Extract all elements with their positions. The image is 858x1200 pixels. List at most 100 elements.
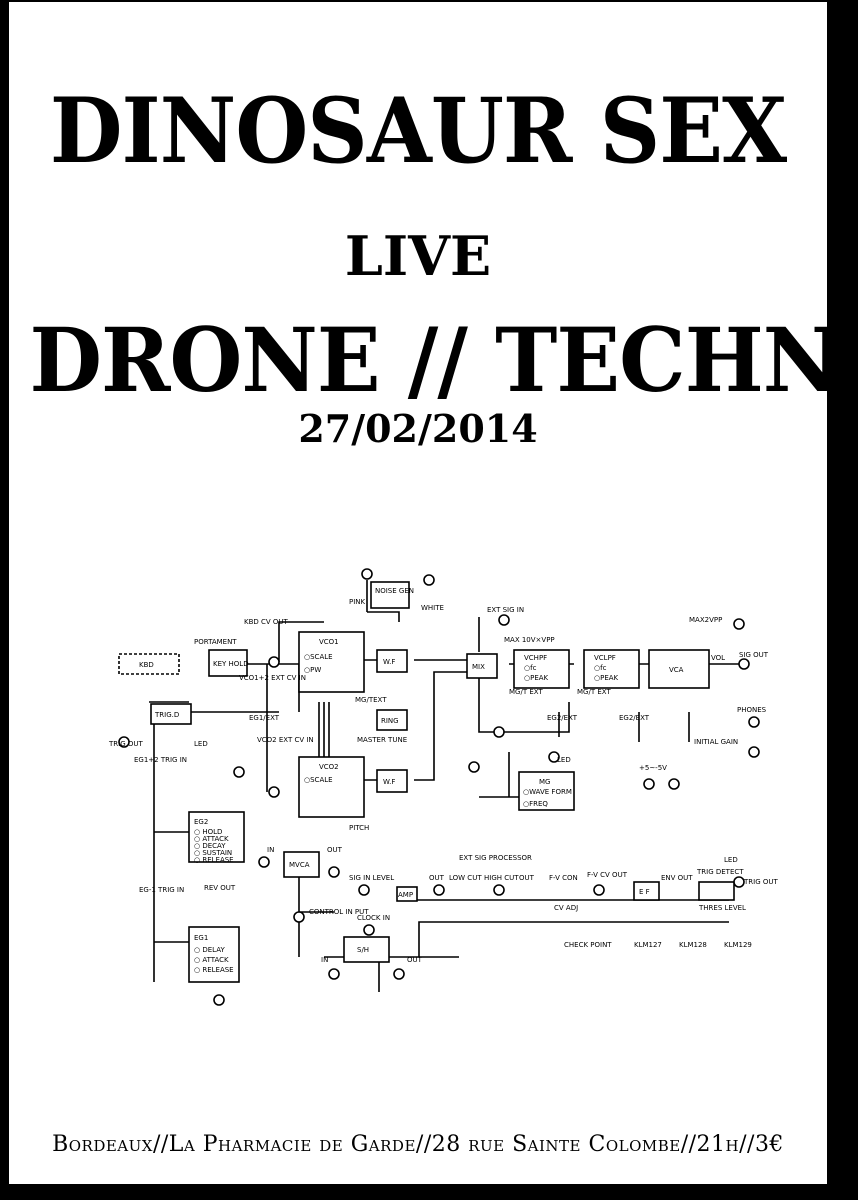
- env-out-label: ENV OUT: [661, 874, 693, 882]
- eg1-release-label: ○ RELEASE: [194, 966, 234, 974]
- fv-cv-out-label: F-V CV OUT: [587, 871, 628, 879]
- max-2vpp-label: MAX2VPP: [689, 616, 722, 624]
- high-cut-label: HIGH CUT: [484, 874, 519, 882]
- eg2-hold-label: ○ HOLD: [194, 828, 222, 836]
- eg1-ext-label: EG1/EXT: [249, 714, 280, 722]
- vchpf-peak-label: ○PEAK: [524, 674, 549, 682]
- trig-d-block: [150, 703, 192, 725]
- initial-gain-label: INITIAL GAIN: [694, 738, 738, 746]
- white-label: WHITE: [421, 604, 444, 612]
- pitch-label: PITCH: [349, 824, 369, 832]
- sh-label: S/H: [357, 946, 369, 954]
- eg1-trig-label: EG-1 TRIG IN: [139, 886, 184, 894]
- poster-date: 27/02/2014: [298, 406, 538, 451]
- vco-ext-label: VCO1+2 EXT CV IN: [239, 674, 306, 682]
- mg-text-label: MG/TEXT: [355, 696, 387, 704]
- mix-label: MIX: [472, 663, 485, 671]
- poster-title: DINOSAUR SEX: [49, 78, 787, 184]
- proc-out-label-1: OUT: [429, 874, 445, 882]
- eg2-attack-label: ○ ATTACK: [194, 835, 229, 843]
- eg1-block: [188, 926, 240, 983]
- vclpf-fc-label: ○fc: [594, 664, 607, 672]
- kbd-label: KBD: [139, 661, 154, 669]
- fv-con-label: F-V CON: [549, 874, 578, 882]
- sig-in-level-label: SIG IN LEVEL: [349, 874, 394, 882]
- amp-block: [396, 886, 418, 902]
- mvca-out-label: OUT: [327, 846, 343, 854]
- vco2-block: [298, 756, 365, 818]
- klm128-label: KLM128: [679, 941, 707, 949]
- mg-t-ext-label-2: MG/T EXT: [577, 688, 611, 696]
- eg1-attack-label: ○ ATTACK: [194, 956, 229, 964]
- wf1-block: [376, 649, 408, 673]
- mvca-label: MVCA: [289, 861, 310, 869]
- eg2-label: EG2: [194, 818, 208, 826]
- trig-detect-label: TRIG DETECT: [696, 868, 744, 876]
- supply-label: +5~-5V: [639, 764, 667, 772]
- control-in-label: CONTROL IN PUT: [309, 908, 369, 916]
- rev-out-label: REV OUT: [204, 884, 236, 892]
- vca-block: [648, 649, 710, 689]
- vchpf-fc-label: ○fc: [524, 664, 537, 672]
- eg12-trig-label: EG1+2 TRIG IN: [134, 756, 187, 764]
- mvca-in-label: IN: [267, 846, 274, 854]
- mg-label: MG: [539, 778, 550, 786]
- key-hold-label: KEY HOLD: [213, 660, 249, 668]
- thres-level-label: THRES LEVEL: [698, 904, 746, 912]
- trig-led-label: LED: [194, 740, 208, 748]
- mg-led-label: LED: [557, 756, 571, 764]
- portament-label: PORTAMENT: [194, 638, 237, 646]
- eg2-release-label: ○ RELEASE: [194, 856, 234, 864]
- eg1-label: EG1: [194, 934, 208, 942]
- clock-in-label: CLOCK IN: [357, 914, 390, 922]
- vol-label: VOL: [711, 654, 725, 662]
- key-hold-block: [208, 649, 248, 677]
- vco1-block: [298, 631, 365, 693]
- ef-block: [633, 881, 660, 901]
- eg1-delay-label: ○ DELAY: [194, 946, 225, 954]
- sh-in-label: IN: [321, 956, 328, 964]
- noise-gen-label: NOISE GEN: [375, 587, 414, 595]
- vco1-pw-label: ○PW: [304, 666, 321, 674]
- vclpf-label: VCLPF: [594, 654, 616, 662]
- phones-label: PHONES: [737, 706, 767, 714]
- poster-footer: Bordeaux//La Pharmacie de Garde//28 rue …: [52, 1132, 784, 1157]
- vchpf-label: VCHPF: [524, 654, 547, 662]
- mg-block: [518, 771, 575, 811]
- eg2-ext-label-2: EG2/EXT: [619, 714, 650, 722]
- max-10v-label: MAX 10V×VPP: [504, 636, 555, 644]
- master-tune-label: MASTER TUNE: [357, 736, 407, 744]
- synth-block-diagram: NOISE GEN PINK WHITE KBD KEY HOLD PORTAM…: [108, 568, 778, 1006]
- mix-block: [466, 653, 498, 679]
- vco2-ext-label: VCO2 EXT CV IN: [257, 736, 314, 744]
- vclpf-peak-label: ○PEAK: [594, 674, 619, 682]
- poster: DINOSAUR SEX LIVE DRONE // TECHNO 27/02/…: [9, 2, 827, 1184]
- mg-t-ext-label-1: MG/T EXT: [509, 688, 543, 696]
- vchpf-block: [513, 649, 570, 689]
- eg2-ext-label-1: EG2/EXT: [547, 714, 578, 722]
- ef-label: E F: [639, 888, 650, 896]
- eg2-block: [188, 811, 245, 863]
- wf1-label: W.F: [383, 658, 395, 666]
- proc-out-label-2: OUT: [519, 874, 535, 882]
- vco2-scale-label: ○SCALE: [304, 776, 333, 784]
- trig-d-label: TRIG.D: [154, 711, 179, 719]
- cv-adj-label: CV ADJ: [554, 904, 578, 912]
- ext-sig-proc-label: EXT SIG PROCESSOR: [459, 854, 532, 862]
- low-cut-label: LOW CUT: [449, 874, 482, 882]
- poster-genre: DRONE // TECHNO: [29, 308, 827, 412]
- vco2-label: VCO2: [319, 763, 339, 771]
- pink-label: PINK: [349, 598, 366, 606]
- wf2-label: W.F: [383, 778, 395, 786]
- wf2-block: [376, 769, 408, 793]
- vco1-scale-label: ○SCALE: [304, 653, 333, 661]
- ring-label: RING: [381, 717, 399, 725]
- mg-wave-label: ○WAVE FORM: [523, 788, 572, 796]
- trig-out-label: TRIG OUT: [108, 740, 143, 748]
- kbd-block: [118, 653, 180, 675]
- proc-led-label: LED: [724, 856, 738, 864]
- ext-sig-in-label: EXT SIG IN: [487, 606, 524, 614]
- proc-trig-out-label: TRIG OUT: [743, 878, 778, 886]
- kbd-cv-out-label: KBD CV OUT: [244, 618, 289, 626]
- ring-block: [376, 709, 408, 731]
